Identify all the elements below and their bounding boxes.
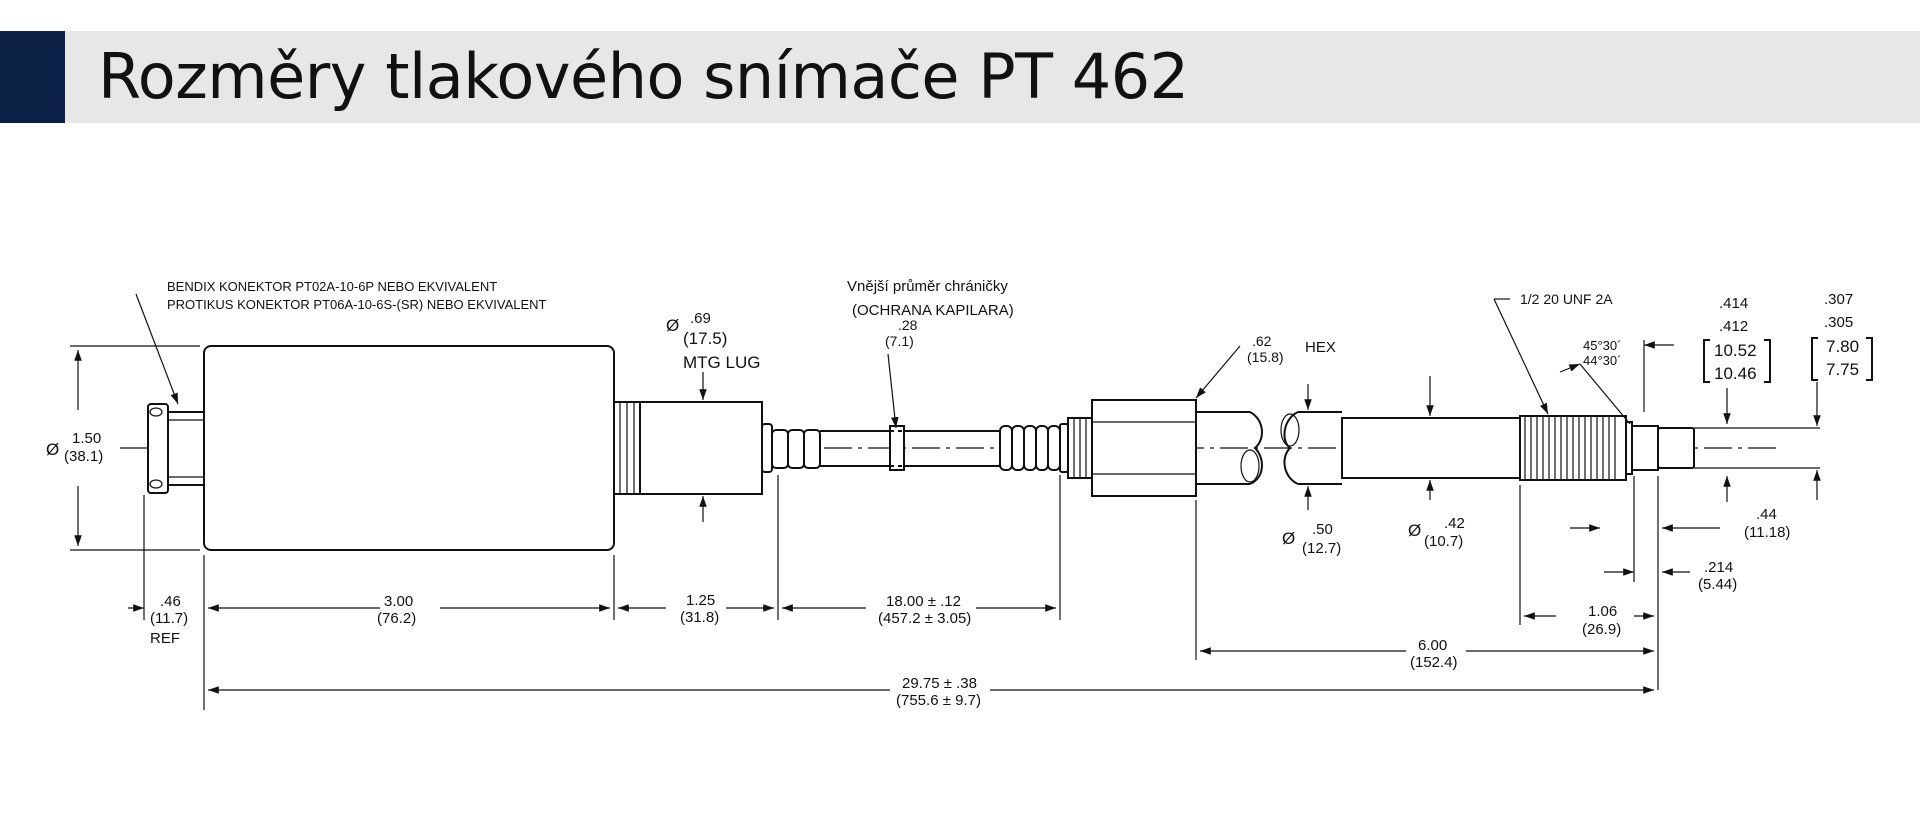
d414-brackets (1703, 339, 1771, 383)
transducer-body (203, 345, 615, 551)
d2975-mm: (755.6 ± 9.7) (896, 692, 981, 709)
connector-drawing (147, 403, 205, 494)
dia42-mm: (10.7) (1424, 533, 1463, 550)
dimension-arrows (74, 293, 1821, 694)
d214-mm: (5.44) (1698, 576, 1737, 593)
angle-b: 44°30´ (1583, 353, 1621, 368)
d46-mm: (11.7) (150, 610, 188, 627)
lug-dia-symbol: Ø (666, 316, 679, 335)
mounting-lug-drawing (613, 401, 821, 495)
angle-a: 45°30´ (1583, 338, 1621, 353)
capillary-mm: (7.1) (885, 333, 914, 349)
d125-mm: (31.8) (680, 609, 719, 626)
d125-in: 1.25 (686, 592, 715, 609)
d307-d: 7.75 (1826, 360, 1859, 379)
d307-b: .305 (1824, 314, 1853, 331)
connector-label-line2: PROTIKUS KONEKTOR PT06A-10-6S-(SR) NEBO … (167, 297, 547, 312)
d414-d: 10.46 (1714, 364, 1757, 383)
d414-b: .412 (1719, 318, 1748, 335)
page-title: Rozměry tlakového snímače PT 462 (98, 40, 1189, 113)
lug-dia-mm: (17.5) (683, 329, 727, 348)
d1800-mm: (457.2 ± 3.05) (878, 610, 971, 627)
dia50-mm: (12.7) (1302, 540, 1341, 557)
d106-mm: (26.9) (1582, 621, 1621, 638)
ref-label: REF (150, 630, 180, 647)
d44-in: .44 (1756, 506, 1777, 523)
d414-a: .414 (1719, 295, 1748, 312)
dia42-symbol: Ø (1408, 521, 1421, 540)
hex-label: HEX (1305, 339, 1336, 356)
title-accent-block (0, 31, 65, 123)
title-bar: Rozměry tlakového snímače PT 462 (0, 31, 1920, 123)
probe-stem-drawing (1240, 411, 1820, 485)
d2975-in: 29.75 ± .38 (902, 675, 977, 692)
d1800-in: 18.00 ± .12 (886, 593, 961, 610)
capillary-title: Vnější průměr chráničky (847, 278, 1008, 295)
d307-c: 7.80 (1826, 337, 1859, 356)
d106-in: 1.06 (1588, 603, 1617, 620)
d600-in: 6.00 (1418, 637, 1447, 654)
capillary-drawing (820, 423, 1069, 473)
body-dia-mm: (38.1) (64, 448, 103, 465)
d600-mm: (152.4) (1410, 654, 1458, 671)
d307-a: .307 (1824, 291, 1853, 308)
thread-label: 1/2 20 UNF 2A (1520, 291, 1613, 307)
body-dia-symbol: Ø (46, 440, 59, 459)
lug-dia-in: .69 (690, 310, 711, 327)
d214-in: .214 (1704, 559, 1733, 576)
mtg-lug-label: MTG LUG (683, 353, 760, 372)
hex-fitting-drawing (1067, 399, 1263, 497)
capillary-subtitle: (OCHRANA KAPILARA) (852, 302, 1014, 319)
d307-brackets (1811, 337, 1873, 381)
dia50-in: .50 (1312, 521, 1333, 538)
body-dia-in: 1.50 (72, 430, 101, 447)
dia42-in: .42 (1444, 515, 1465, 532)
capillary-in: .28 (898, 317, 918, 333)
d414-c: 10.52 (1714, 341, 1757, 360)
dia50-symbol: Ø (1282, 529, 1295, 548)
extension-lines (70, 340, 1659, 710)
d46-in: .46 (160, 593, 181, 610)
hex-mm: (15.8) (1247, 349, 1284, 365)
d44-mm: (11.18) (1744, 524, 1790, 541)
d300-mm: (76.2) (377, 610, 416, 627)
hex-in: .62 (1252, 333, 1272, 349)
connector-label-line1: BENDIX KONEKTOR PT02A-10-6P NEBO EKVIVAL… (167, 279, 497, 294)
d300-in: 3.00 (384, 593, 413, 610)
